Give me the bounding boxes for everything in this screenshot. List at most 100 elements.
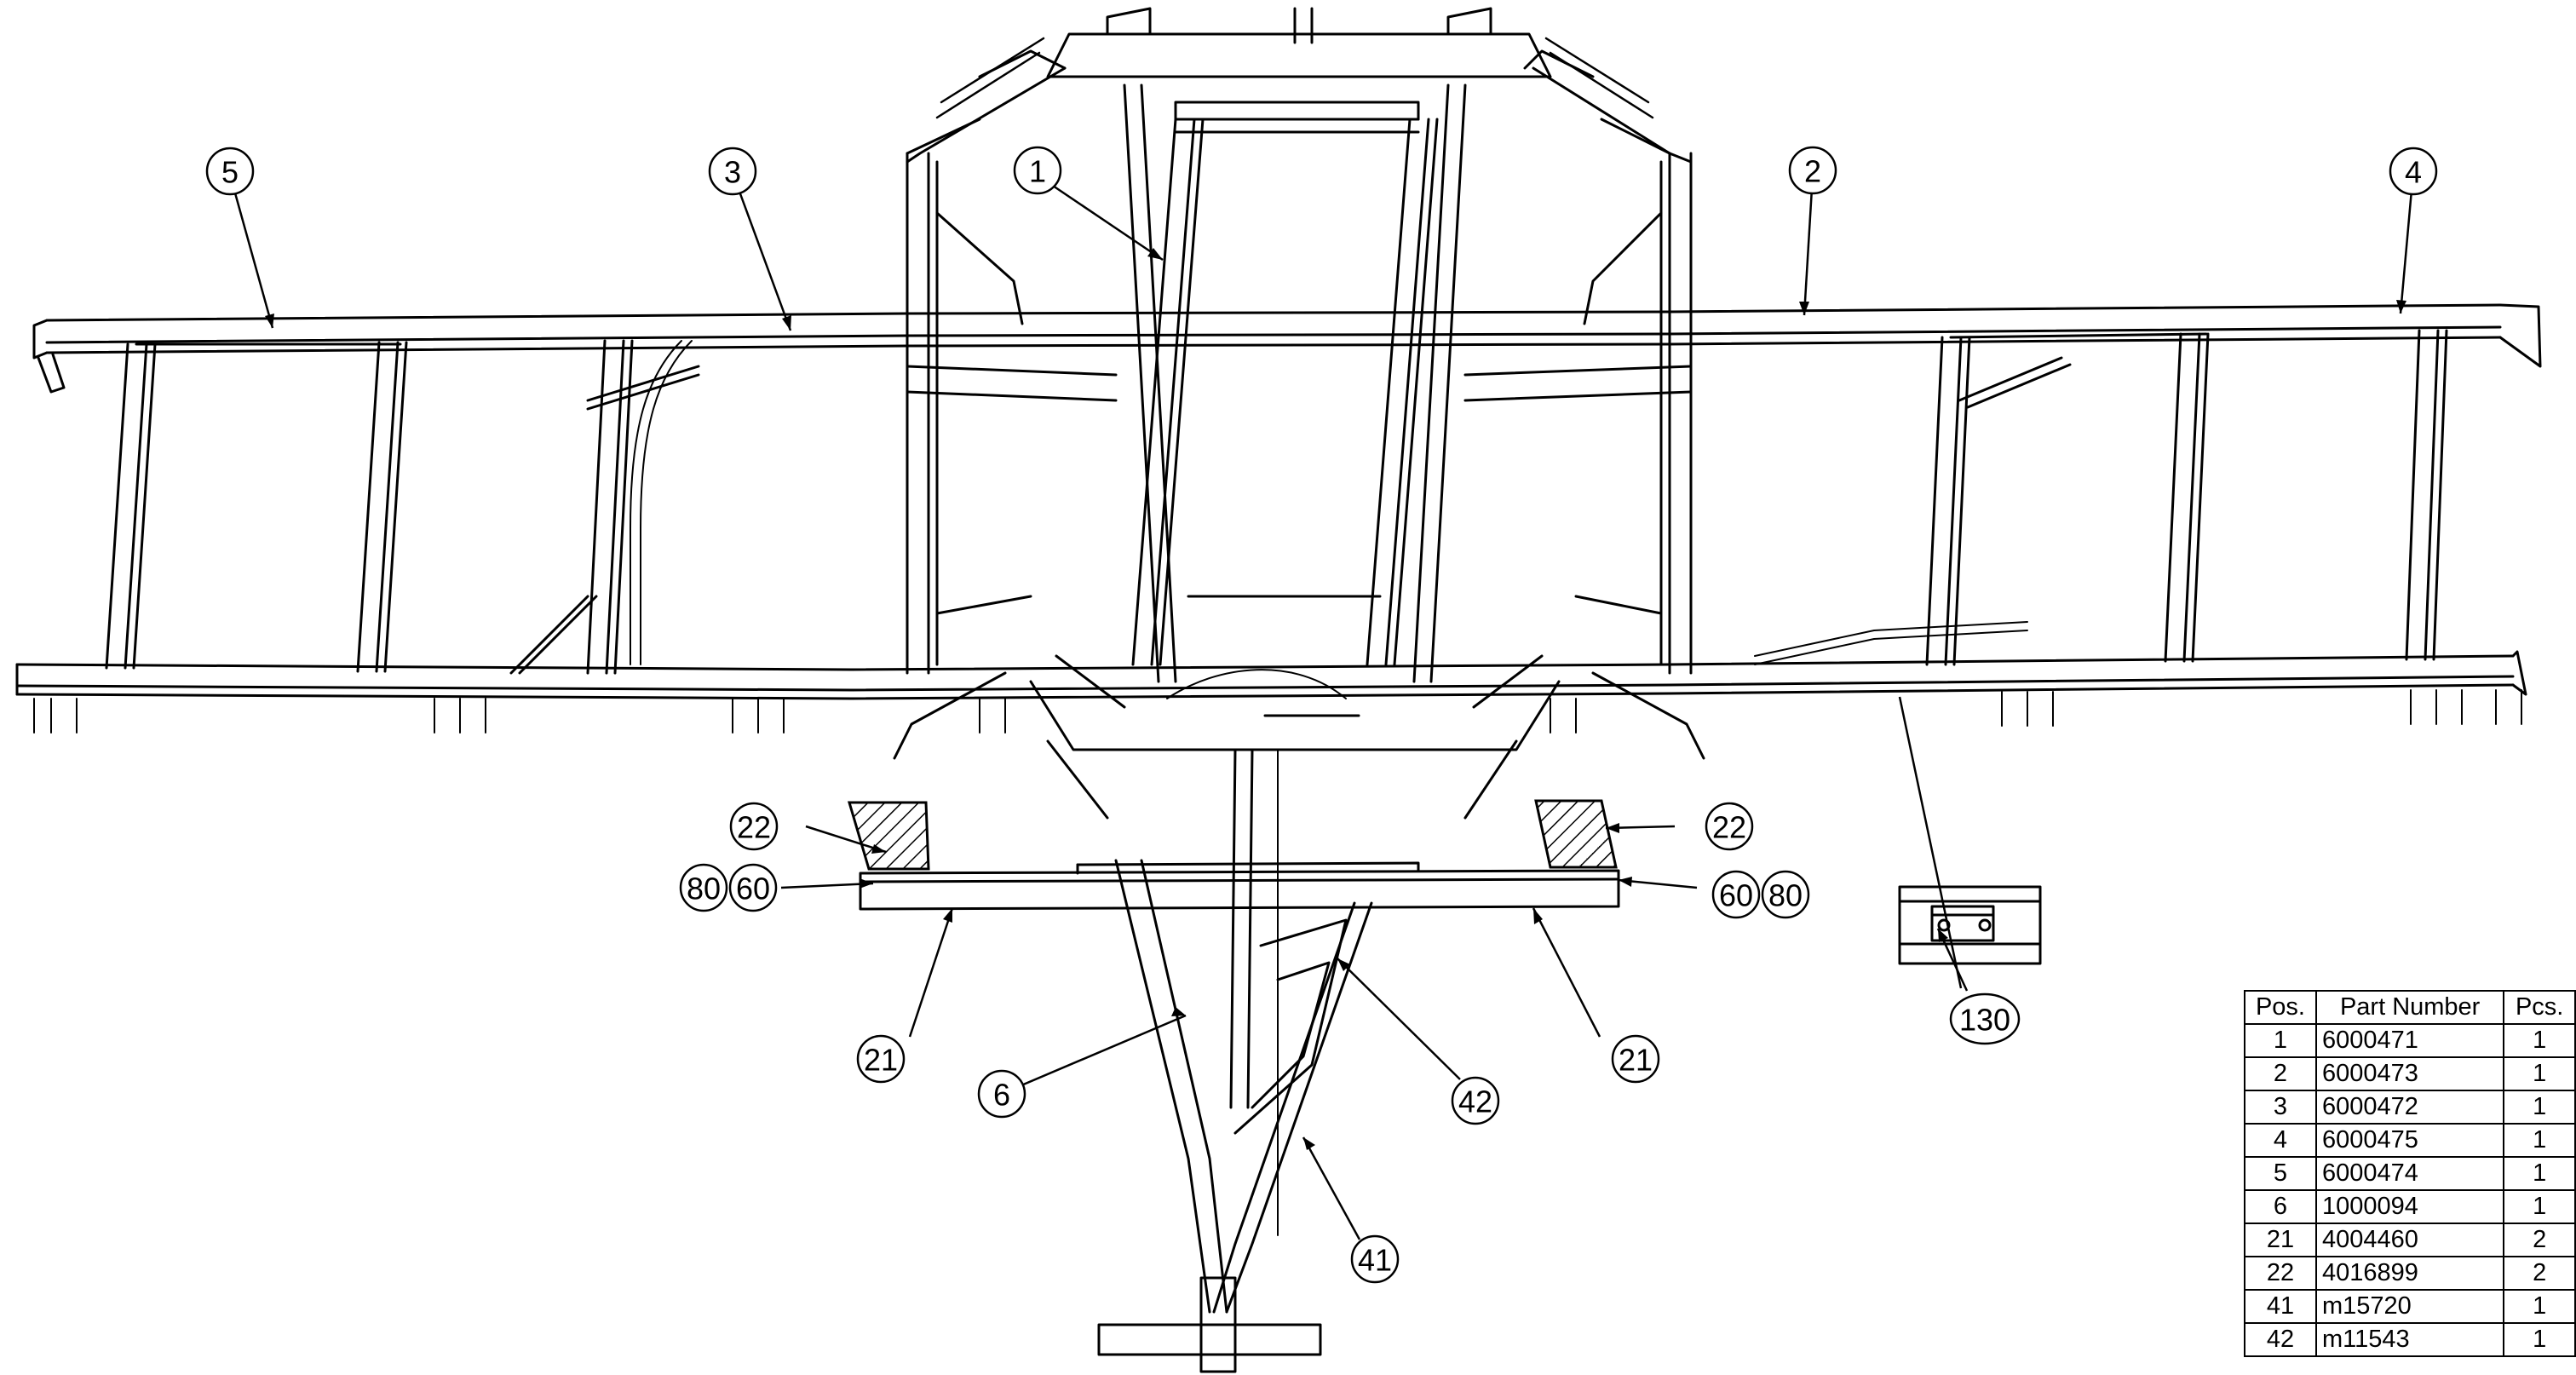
callout-60-left: 60	[728, 863, 778, 912]
cell-pcs: 1	[2503, 1189, 2576, 1224]
leader-arrowheads	[265, 248, 2406, 1150]
cell-part-number: 6000472	[2314, 1090, 2505, 1125]
cell-pos: 41	[2244, 1289, 2317, 1324]
callout-130: 130	[1949, 992, 2021, 1045]
cell-pcs: 1	[2503, 1289, 2576, 1324]
warning-plate-left	[847, 801, 930, 871]
callout-2-label: 2	[1804, 154, 1821, 189]
callout-21-right: 21	[1611, 1034, 1660, 1084]
cell-pos: 4	[2244, 1123, 2317, 1158]
callout-21-right-label: 21	[1619, 1043, 1653, 1078]
cell-part-number: 6000475	[2314, 1123, 2505, 1158]
top-pivot-assembly	[906, 7, 1693, 164]
callout-5: 5	[205, 147, 255, 196]
header-pcs: Pcs.	[2503, 990, 2576, 1025]
header-pos: Pos.	[2244, 990, 2317, 1025]
cell-part-number: 4016899	[2314, 1256, 2505, 1291]
cell-pcs: 1	[2503, 1090, 2576, 1125]
callout-41: 41	[1350, 1234, 1400, 1284]
callout-80-left: 80	[679, 863, 728, 912]
callout-42-label: 42	[1458, 1084, 1492, 1119]
leader-lines	[233, 184, 2413, 1240]
warning-plate-right	[1534, 799, 1618, 869]
front-beam	[15, 650, 2527, 700]
lower-hitch-assembly	[893, 654, 1705, 820]
callout-22-left: 22	[729, 802, 779, 851]
left-wing-cross-members	[105, 339, 700, 675]
callout-1-label: 1	[1029, 154, 1046, 189]
callout-130-label: 130	[1959, 1003, 2010, 1038]
callout-21-left-label: 21	[864, 1043, 898, 1078]
center-inner-rails	[1123, 83, 1467, 683]
cell-pos: 2	[2244, 1056, 2317, 1091]
callout-4: 4	[2389, 147, 2438, 196]
cell-pcs: 1	[2503, 1123, 2576, 1158]
callout-3-label: 3	[724, 155, 741, 190]
cell-pcs: 1	[2503, 1056, 2576, 1091]
tine-shanks	[33, 689, 2522, 734]
cell-part-number: m11543	[2314, 1322, 2505, 1357]
cell-part-number: m15720	[2314, 1289, 2505, 1324]
drawbar	[1097, 748, 1373, 1373]
cell-pcs: 1	[2503, 1156, 2576, 1191]
cell-pcs: 1	[2503, 1023, 2576, 1058]
cell-pcs: 1	[2503, 1322, 2576, 1357]
callout-42: 42	[1451, 1076, 1500, 1125]
callout-60-right: 60	[1711, 870, 1761, 919]
cell-pcs: 2	[2503, 1256, 2576, 1291]
hydraulic-lines	[630, 340, 2028, 1236]
callout-60-left-label: 60	[736, 872, 770, 906]
cell-part-number: 4004460	[2314, 1223, 2505, 1257]
callout-80-left-label: 80	[687, 872, 721, 906]
cell-part-number: 6000474	[2314, 1156, 2505, 1191]
cell-pos: 6	[2244, 1189, 2317, 1224]
cell-pos: 42	[2244, 1322, 2317, 1357]
cell-pos: 5	[2244, 1156, 2317, 1191]
callout-2: 2	[1788, 146, 1837, 195]
detail-box-130	[1898, 885, 2042, 965]
cell-part-number: 1000094	[2314, 1189, 2505, 1224]
center-frame	[906, 118, 1693, 675]
rear-beam	[32, 303, 2542, 394]
cell-pos: 21	[2244, 1223, 2317, 1257]
cell-pcs: 2	[2503, 1223, 2576, 1257]
callout-1: 1	[1013, 146, 1062, 195]
header-part-number: Part Number	[2314, 990, 2505, 1025]
callout-80-right: 80	[1761, 870, 1810, 919]
frame-linework	[15, 7, 2542, 1373]
callout-bubbles: 1 2 3 4 5 6 21 21 22 22 80 60 60 80 41 4…	[205, 146, 2438, 1284]
cell-pos: 3	[2244, 1090, 2317, 1125]
callout-41-label: 41	[1358, 1243, 1392, 1278]
cell-pos: 22	[2244, 1256, 2317, 1291]
callout-22-left-label: 22	[737, 810, 771, 845]
cell-pos: 1	[2244, 1023, 2317, 1058]
right-wing-cross-members	[1925, 329, 2448, 666]
callout-22-right-label: 22	[1712, 810, 1746, 845]
cell-part-number: 6000471	[2314, 1023, 2505, 1058]
callout-6: 6	[977, 1069, 1026, 1119]
cell-part-number: 6000473	[2314, 1056, 2505, 1091]
callout-21-left: 21	[856, 1034, 906, 1084]
callout-3: 3	[708, 147, 757, 196]
callout-80-right-label: 80	[1768, 878, 1803, 913]
callout-4-label: 4	[2405, 155, 2422, 190]
callout-22-right: 22	[1705, 802, 1754, 851]
callout-5-label: 5	[221, 155, 239, 190]
warning-plates	[847, 799, 1618, 871]
callout-60-right-label: 60	[1719, 878, 1753, 913]
top-springs	[935, 37, 1654, 119]
front-toolbar	[859, 861, 1620, 911]
callout-6-label: 6	[993, 1078, 1010, 1113]
